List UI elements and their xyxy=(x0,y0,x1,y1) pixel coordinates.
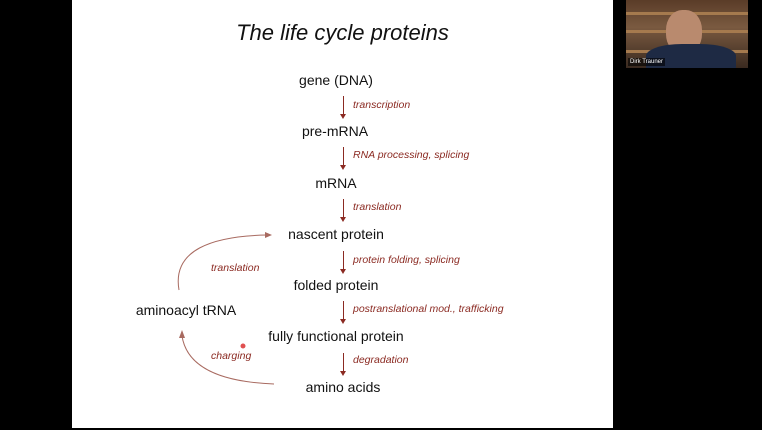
step-protein-folding: protein folding, splicing xyxy=(353,254,460,266)
charging-cycle-arrow xyxy=(181,335,275,385)
arrowhead-icon xyxy=(179,330,185,338)
arrowhead-icon xyxy=(265,232,272,238)
node-gene: gene (DNA) xyxy=(299,72,373,88)
node-aminoacyl-trna: aminoacyl tRNA xyxy=(135,302,237,318)
node-mrna: mRNA xyxy=(315,175,357,191)
node-nascent-protein: nascent protein xyxy=(288,226,384,242)
cycle-arrows xyxy=(177,232,275,385)
slide-title: The life cycle proteins xyxy=(236,20,449,45)
node-pre-mrna: pre-mRNA xyxy=(301,123,369,139)
arrow-down-icon xyxy=(340,301,346,324)
step-postranslational: postranslational mod., trafficking xyxy=(353,303,504,315)
participant-name: Dirk Trauner xyxy=(628,58,666,66)
cycle-label-charging: charging xyxy=(211,350,252,362)
node-amino-acids: amino acids xyxy=(305,379,381,395)
step-translation: translation xyxy=(353,201,402,213)
arrow-down-icon xyxy=(340,199,346,222)
arrow-down-icon xyxy=(340,353,346,376)
node-fully-functional-protein: fully functional protein xyxy=(268,328,404,344)
cycle-label-translation: translation xyxy=(211,262,260,274)
presentation-slide: The life cycle proteins gene (DNA) trans… xyxy=(72,0,613,428)
arrow-down-icon xyxy=(340,251,346,274)
arrow-down-icon xyxy=(340,147,346,170)
arrow-down-icon xyxy=(340,96,346,119)
pointer-dot xyxy=(240,343,246,349)
node-folded-protein: folded protein xyxy=(293,277,379,293)
step-degradation: degradation xyxy=(353,354,409,366)
step-transcription: transcription xyxy=(353,99,411,111)
step-rna-processing: RNA processing, splicing xyxy=(353,149,470,161)
participant-video[interactable]: Dirk Trauner xyxy=(626,0,748,68)
translation-cycle-arrow xyxy=(177,234,268,291)
